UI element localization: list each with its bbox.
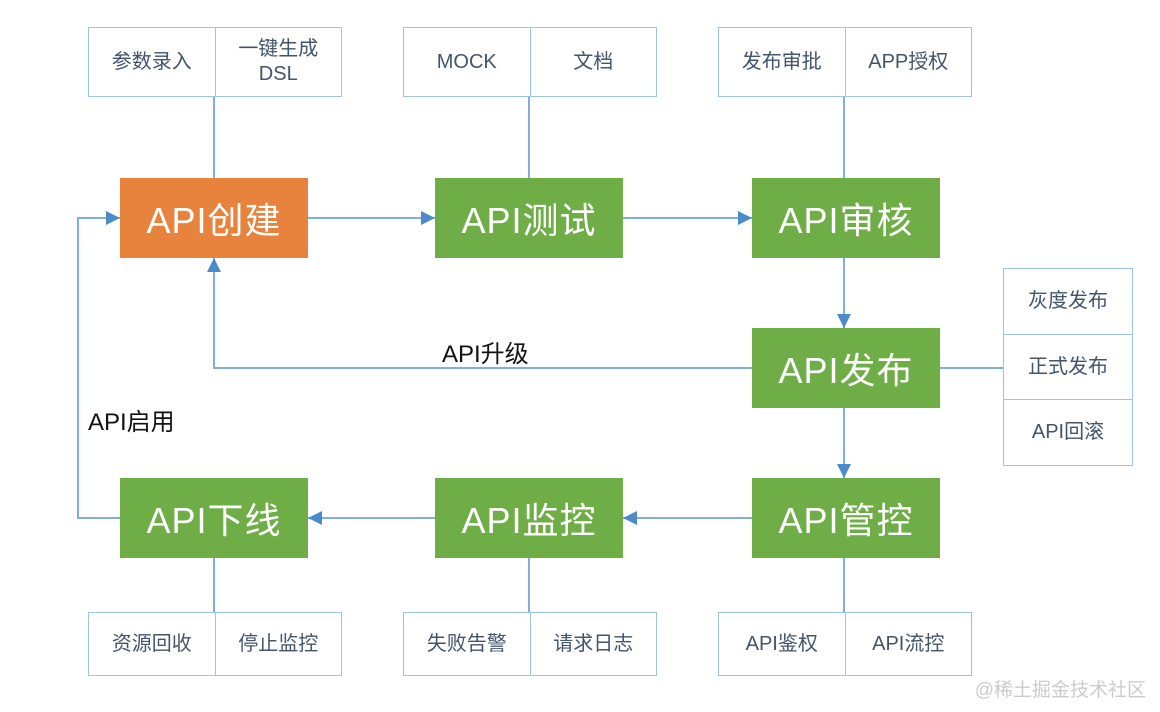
edge-label-api-upgrade: API升级	[442, 341, 529, 368]
detail-box-test: MOCK 文档	[403, 27, 657, 97]
detail-cell-failure-alert: 失败告警	[426, 632, 507, 655]
detail-cell-app-auth: APP授权	[844, 28, 972, 96]
detail-box-offline: 资源回收 停止监控	[88, 612, 342, 676]
detail-cell-param-entry: 参数录入	[111, 50, 192, 73]
detail-cell-gray-release: 灰度发布	[1028, 289, 1108, 312]
node-api-monitor: API监控	[435, 478, 623, 558]
node-api-create: API创建	[120, 178, 308, 258]
edge-label-api-enable: API启用	[88, 409, 175, 436]
node-api-offline: API下线	[120, 478, 308, 558]
detail-cell-doc: 文档	[529, 28, 657, 96]
detail-cell-one-click-dsl: 一键生成 DSL	[214, 28, 342, 96]
detail-cell-api-rollback: API回滚	[1004, 399, 1132, 465]
node-api-control: API管控	[752, 478, 940, 558]
watermark: @稀土掘金技术社区	[974, 680, 1146, 701]
detail-cell-stop-monitor: 停止监控	[214, 613, 342, 675]
node-api-test: API测试	[435, 178, 623, 258]
detail-cell-official-release: 正式发布	[1004, 333, 1132, 400]
detail-cell-publish-approval: 发布审批	[741, 50, 822, 73]
detail-cell-resource-recycle: 资源回收	[111, 632, 192, 655]
detail-cell-request-log: 请求日志	[529, 613, 657, 675]
node-api-publish: API发布	[752, 328, 940, 408]
arrow-enable-offline-to-create	[77, 211, 120, 519]
detail-box-publish: 灰度发布 正式发布 API回滚	[1003, 268, 1133, 466]
node-api-review: API审核	[752, 178, 940, 258]
detail-box-monitor: 失败告警 请求日志	[403, 612, 657, 676]
detail-cell-mock: MOCK	[436, 50, 497, 73]
detail-box-create: 参数录入 一键生成 DSL	[88, 27, 342, 97]
detail-cell-api-throttle: API流控	[844, 613, 972, 675]
detail-box-review: 发布审批 APP授权	[718, 27, 972, 97]
detail-box-control: API鉴权 API流控	[718, 612, 972, 676]
detail-cell-api-authn: API鉴权	[745, 632, 818, 655]
